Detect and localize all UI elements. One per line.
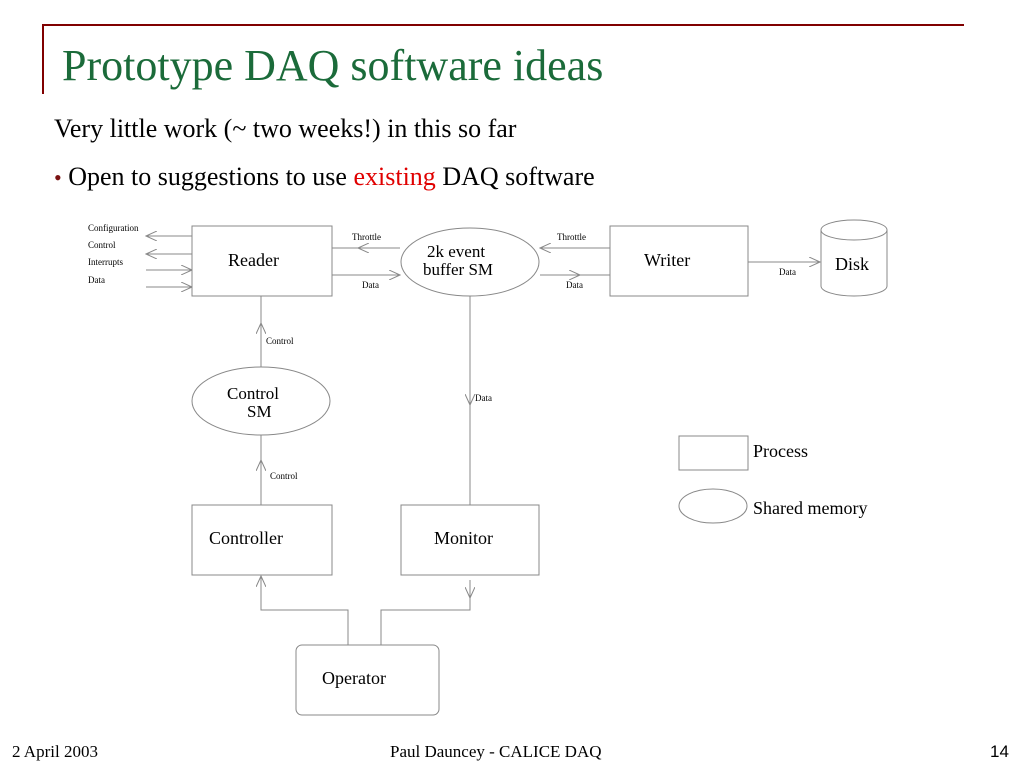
legend-process-box — [678, 435, 749, 471]
monitor-label: Monitor — [434, 528, 493, 548]
disk-body — [820, 230, 888, 297]
legend-shared-ellipse — [678, 488, 748, 524]
bullet-dot: • — [54, 165, 62, 190]
label-interrupts: Interrupts — [88, 257, 123, 267]
frame-left-line — [42, 24, 44, 94]
bullet-text-pre: Open to suggestions to use — [68, 162, 354, 191]
operator-box — [295, 644, 440, 716]
data-left-label: Data — [362, 280, 379, 290]
disk-label: Disk — [835, 254, 869, 274]
disk-top — [820, 219, 888, 241]
operator-to-monitor-wire — [380, 590, 471, 645]
throttle-left-label: Throttle — [352, 232, 381, 242]
label-configuration: Configuration — [88, 223, 139, 233]
reader-label: Reader — [228, 250, 279, 270]
controller-label: Controller — [209, 528, 283, 548]
writer-label: Writer — [644, 250, 690, 270]
bullet-text-highlight: existing — [353, 162, 436, 191]
legend-process-label: Process — [753, 441, 808, 461]
legend-shared-label: Shared memory — [753, 498, 867, 518]
data-disk-label: Data — [779, 267, 796, 277]
footer-date: 2 April 2003 — [12, 742, 98, 761]
controller-box — [191, 504, 333, 576]
reader-box — [191, 225, 333, 297]
monitor-box — [400, 504, 540, 576]
writer-box — [609, 225, 749, 297]
control-bottom-label: Control — [270, 471, 298, 481]
slide-title: Prototype DAQ software ideas — [62, 41, 604, 90]
control-top-label: Control — [266, 336, 294, 346]
label-control-input: Control — [88, 240, 116, 250]
buffer-label-1: 2k event — [427, 242, 485, 261]
control-sm-label-1: Control — [227, 384, 279, 403]
bullet-line: • Open to suggestions to use existing DA… — [54, 162, 595, 192]
frame-top-line — [42, 24, 964, 26]
data-monitor-label: Data — [475, 393, 492, 403]
footer-center: Paul Dauncey - CALICE DAQ — [390, 742, 602, 761]
bullet-text-post: DAQ software — [435, 162, 595, 191]
text-line-1: Very little work (~ two weeks!) in this … — [54, 114, 517, 143]
operator-label: Operator — [322, 668, 386, 688]
data-right-label: Data — [566, 280, 583, 290]
control-sm-label-2: SM — [247, 402, 272, 421]
buffer-label-2: buffer SM — [423, 260, 493, 279]
throttle-right-label: Throttle — [557, 232, 586, 242]
label-data-input: Data — [88, 275, 105, 285]
footer-page-number: 14 — [990, 742, 1009, 761]
operator-to-controller-wire — [260, 580, 349, 645]
